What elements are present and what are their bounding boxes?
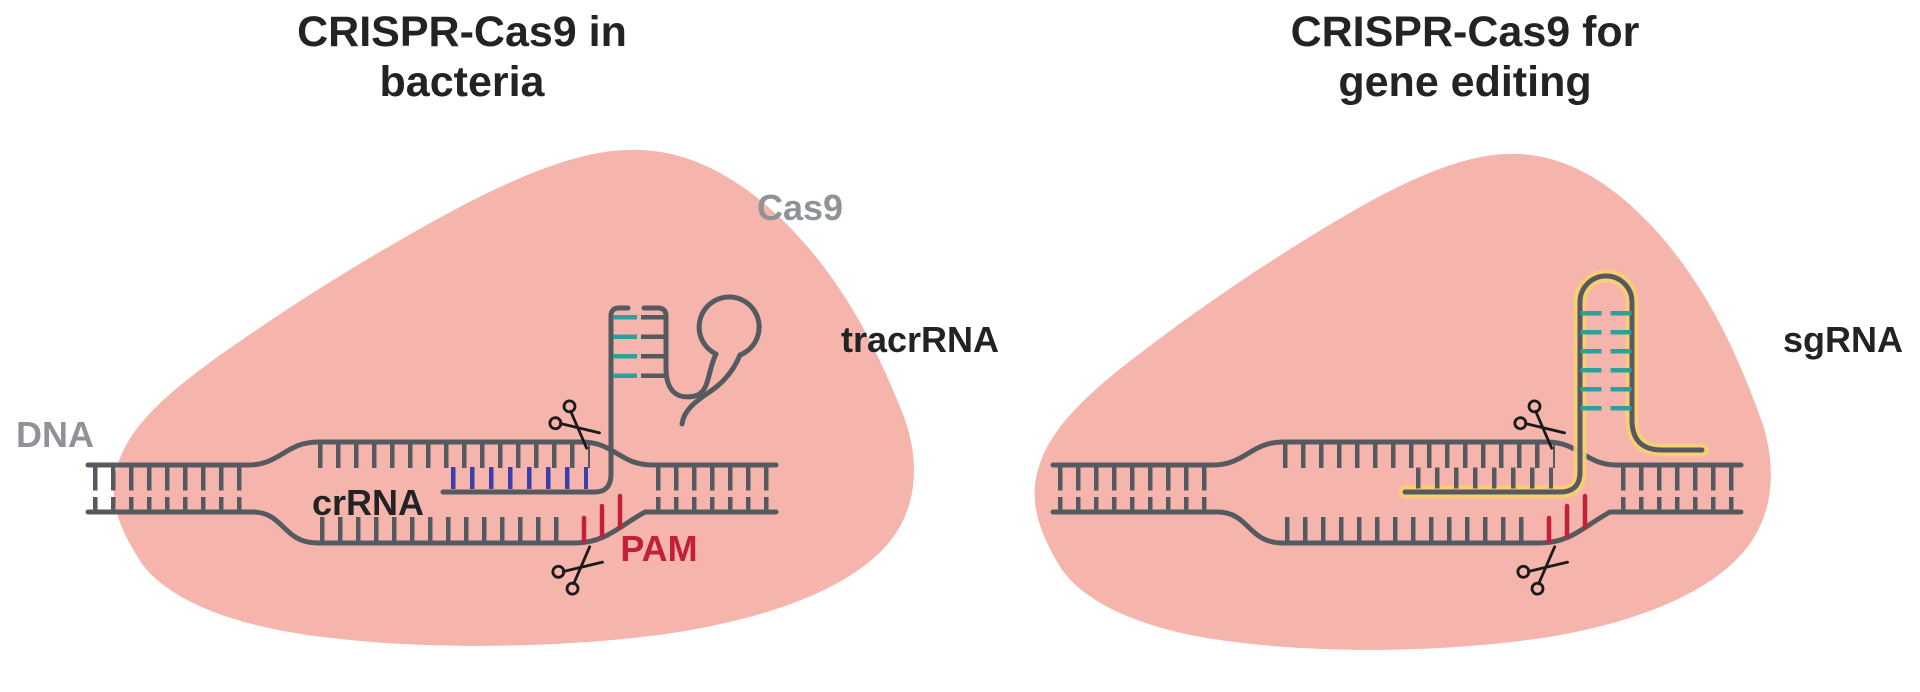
cas9-protein-blob: [1034, 153, 1771, 650]
cas9-label: Cas9: [757, 187, 843, 228]
dna-label: DNA: [16, 414, 94, 455]
dna-top-strand: [1050, 439, 1744, 468]
dna-bottom-strand: [85, 509, 779, 546]
left-title-line1: CRISPR-Cas9 in: [297, 8, 627, 56]
right-title-line2: gene editing: [1338, 58, 1591, 106]
sgrna-label: sgRNA: [1783, 319, 1903, 360]
tracrrna-molecule: [641, 294, 762, 427]
sgrna-molecule: [1398, 269, 1709, 499]
dna-top-strand: [85, 439, 779, 468]
crrna-label: crRNA: [312, 482, 424, 523]
left-title-line2: bacteria: [380, 58, 546, 106]
panel-crispr-in-bacteria: CRISPR-Cas9 in bacteria: [16, 8, 999, 646]
dna-double-helix: [1050, 439, 1744, 546]
crrna-strand: [440, 305, 631, 495]
dna-bottom-strand: [1050, 509, 1744, 546]
right-title-line1: CRISPR-Cas9 for: [1291, 8, 1640, 56]
sgrna-strand: [1402, 273, 1705, 495]
crrna-molecule: [440, 305, 637, 495]
pam-label: PAM: [620, 528, 697, 569]
pam-ticks: [1546, 493, 1588, 545]
panel-crispr-gene-editing: CRISPR-Cas9 for gene editing: [1034, 8, 1903, 650]
dna-double-helix: [85, 439, 779, 546]
pam-ticks: [581, 493, 623, 545]
tracrrna-strand: [641, 294, 762, 427]
tracrrna-label: tracrRNA: [841, 319, 999, 360]
